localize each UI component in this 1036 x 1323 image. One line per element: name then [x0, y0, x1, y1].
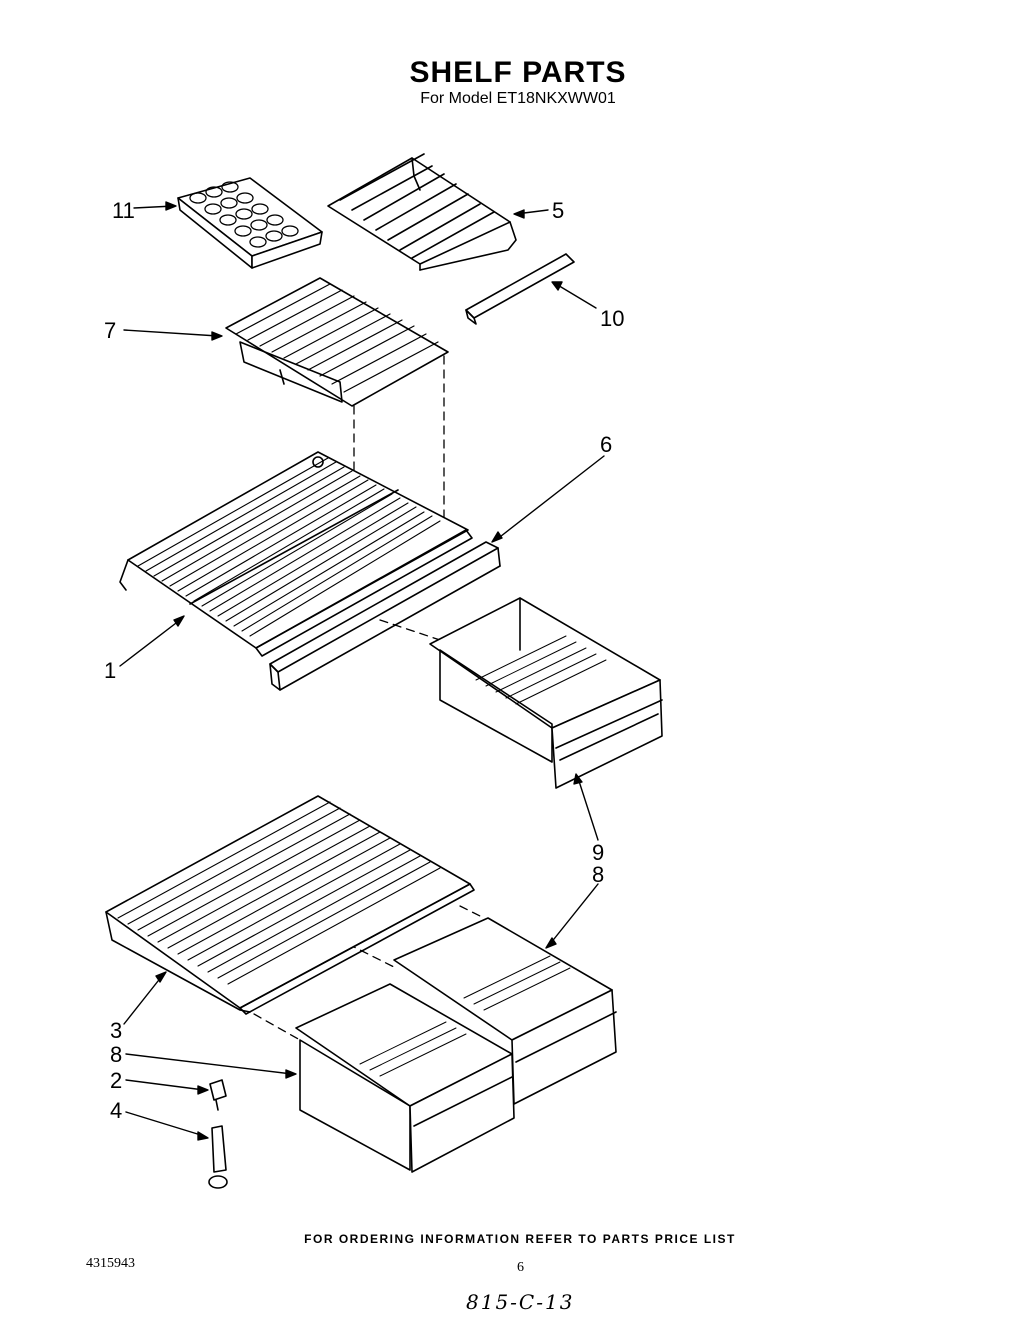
callout-4: 4 [110, 1098, 123, 1123]
freezer-wire-shelf-part [327, 153, 517, 271]
page-number: 6 [517, 1260, 524, 1275]
lower-drawers-part [295, 917, 617, 1173]
leveling-leg-part [208, 1125, 228, 1189]
handwritten-note: 815-C-13 [466, 1290, 575, 1314]
callout-1: 1 [104, 658, 117, 683]
shelf-rail-part [269, 541, 501, 691]
lower-wire-shelf-part [105, 795, 475, 1015]
ice-tray-part [177, 177, 323, 269]
clip-part [209, 1079, 227, 1111]
callout-5: 5 [552, 198, 565, 223]
document-number: 4315943 [86, 1256, 135, 1271]
callout-8-upper: 8 [592, 862, 605, 887]
model-subtitle: For Model ET18NKXWW01 [420, 90, 616, 107]
callout-11: 11 [112, 198, 135, 223]
main-wire-shelf-part [119, 451, 473, 657]
callout-leaders [119, 201, 605, 1141]
page-title: SHELF PARTS [409, 56, 627, 89]
callout-8-lower: 8 [110, 1042, 123, 1067]
callout-10: 10 [600, 306, 625, 331]
callout-7: 7 [104, 318, 117, 343]
rail-part [465, 253, 575, 325]
callout-6: 6 [600, 432, 613, 457]
small-wire-shelf-part [225, 277, 449, 407]
crisper-drawer-part [429, 597, 663, 789]
callout-3: 3 [110, 1018, 123, 1043]
callout-2: 2 [110, 1068, 123, 1093]
callout-9: 9 [592, 840, 605, 865]
ordering-note: FOR ORDERING INFORMATION REFER TO PARTS … [304, 1232, 736, 1246]
